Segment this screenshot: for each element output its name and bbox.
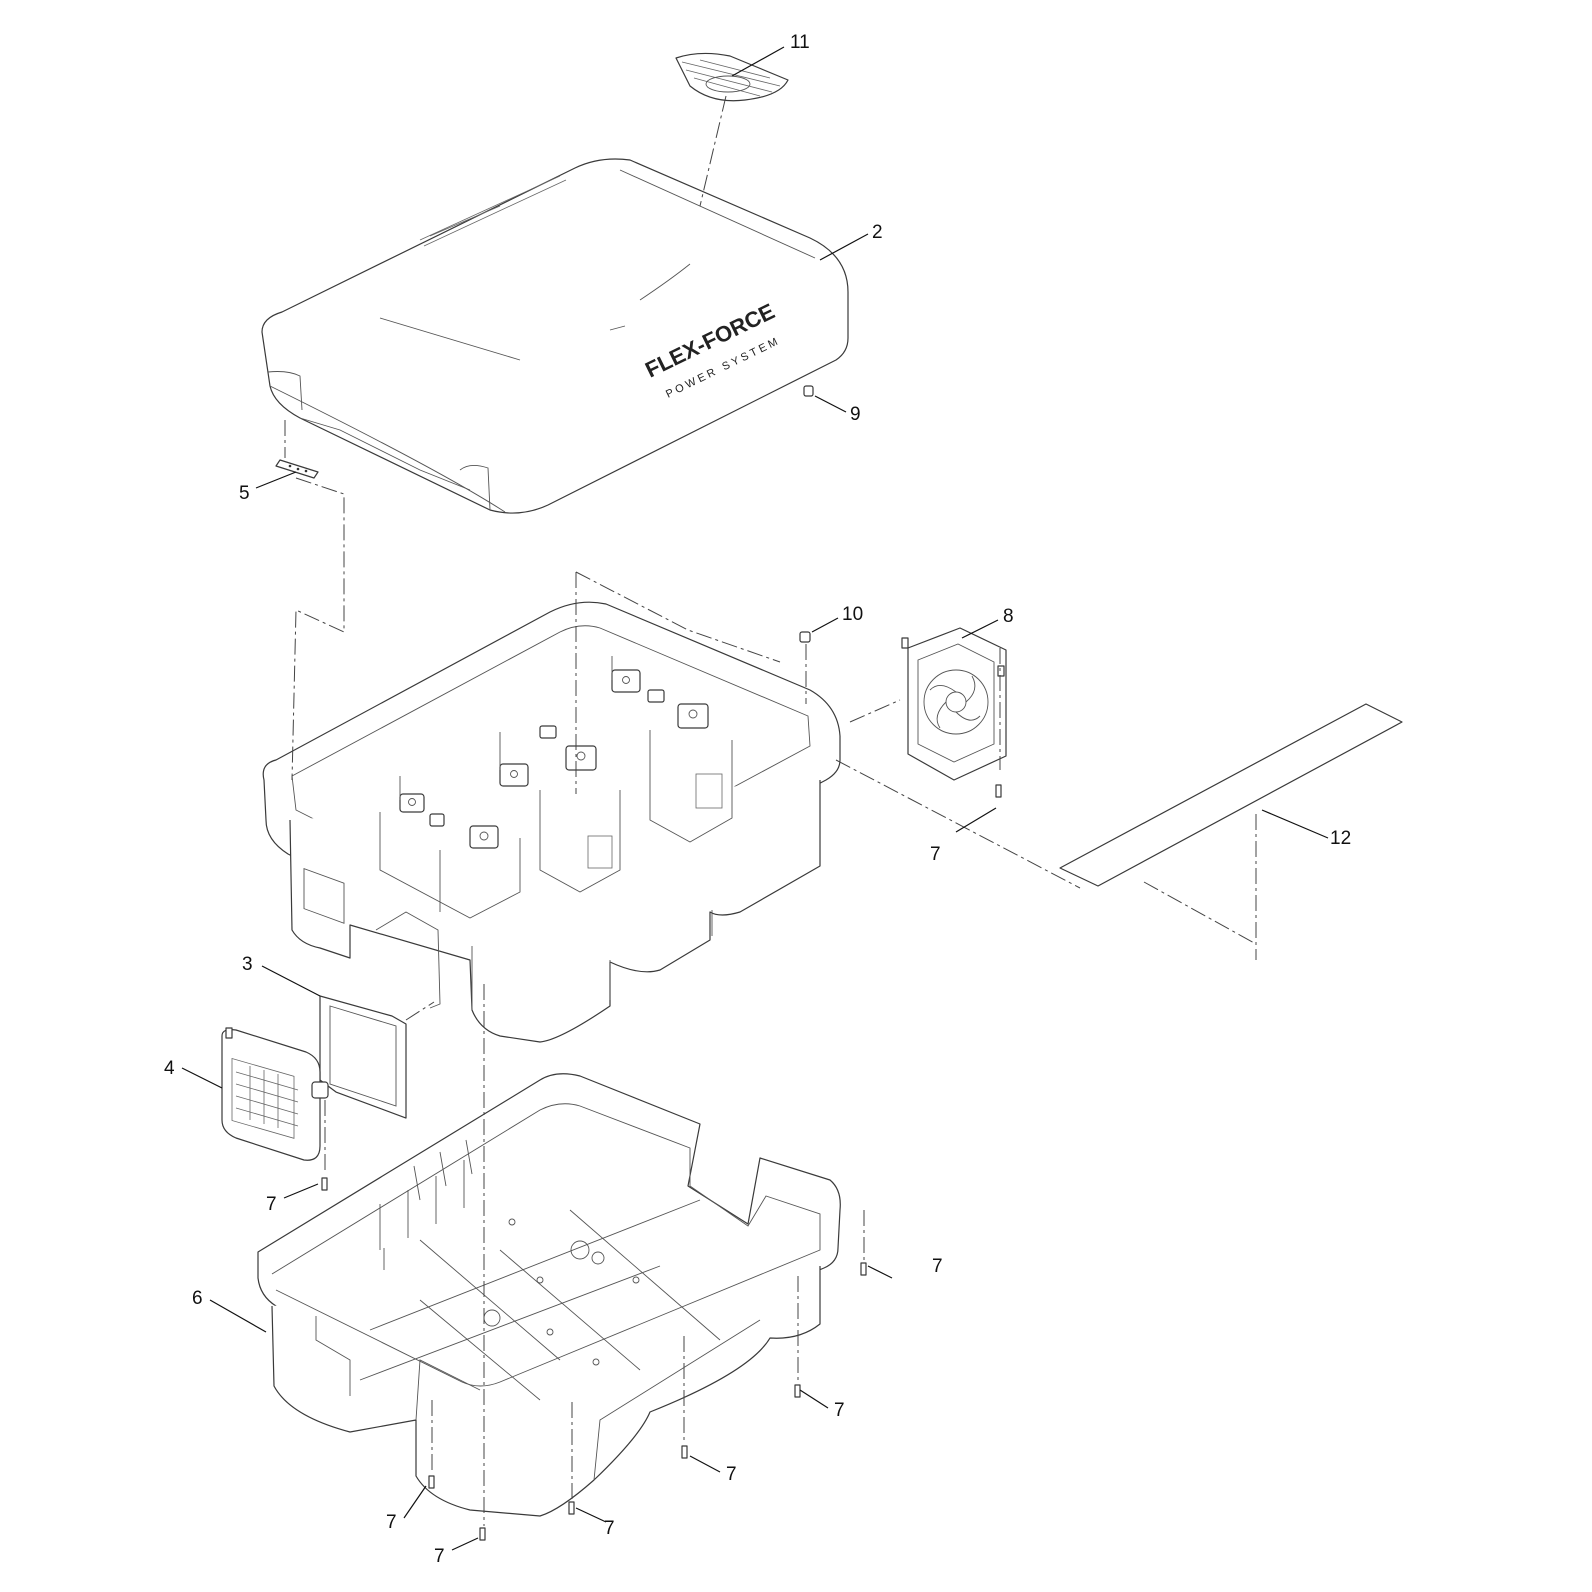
part-9-bumper — [803, 385, 814, 397]
callout-9: 9 — [850, 404, 861, 425]
callout-7: 7 — [604, 1518, 615, 1539]
callout-2: 2 — [872, 222, 883, 243]
main-tray — [262, 601, 841, 1043]
part-3-gasket — [319, 995, 407, 1119]
callout-11: 11 — [790, 32, 810, 53]
part-5-bracket — [275, 459, 319, 479]
callout-12: 12 — [1330, 828, 1351, 849]
callout-7: 7 — [434, 1546, 445, 1567]
cover-top-lettering — [419, 175, 567, 247]
part-4-vent-cover — [221, 1027, 329, 1161]
part-7-screws — [321, 784, 1002, 1541]
callout-4: 4 — [164, 1058, 175, 1079]
callout-7: 7 — [932, 1256, 943, 1277]
callout-7: 7 — [834, 1400, 845, 1421]
leader-lines — [181, 46, 1329, 1551]
part-12-mat — [1059, 703, 1403, 887]
callout-7: 7 — [386, 1512, 397, 1533]
callout-6: 6 — [192, 1288, 203, 1309]
part-6-base — [257, 1073, 841, 1517]
callout-7: 7 — [266, 1194, 277, 1215]
part-10-bumper — [799, 631, 811, 643]
callout-7: 7 — [726, 1464, 737, 1485]
callout-10: 10 — [842, 604, 863, 625]
callout-8: 8 — [1003, 606, 1014, 627]
callout-labels: 11 2 9 5 10 8 7 12 3 4 7 6 7 7 7 7 7 7 — [164, 32, 1351, 1567]
part-8-fan — [901, 627, 1007, 781]
callout-5: 5 — [239, 483, 250, 504]
assembly-centerlines — [284, 95, 1257, 1526]
battery-slots — [379, 656, 733, 919]
part-11-decal — [675, 52, 789, 102]
part-2-cover: FLEX-FORCE POWER SYSTEM — [261, 158, 849, 514]
callout-7: 7 — [930, 844, 941, 865]
callout-3: 3 — [242, 954, 253, 975]
